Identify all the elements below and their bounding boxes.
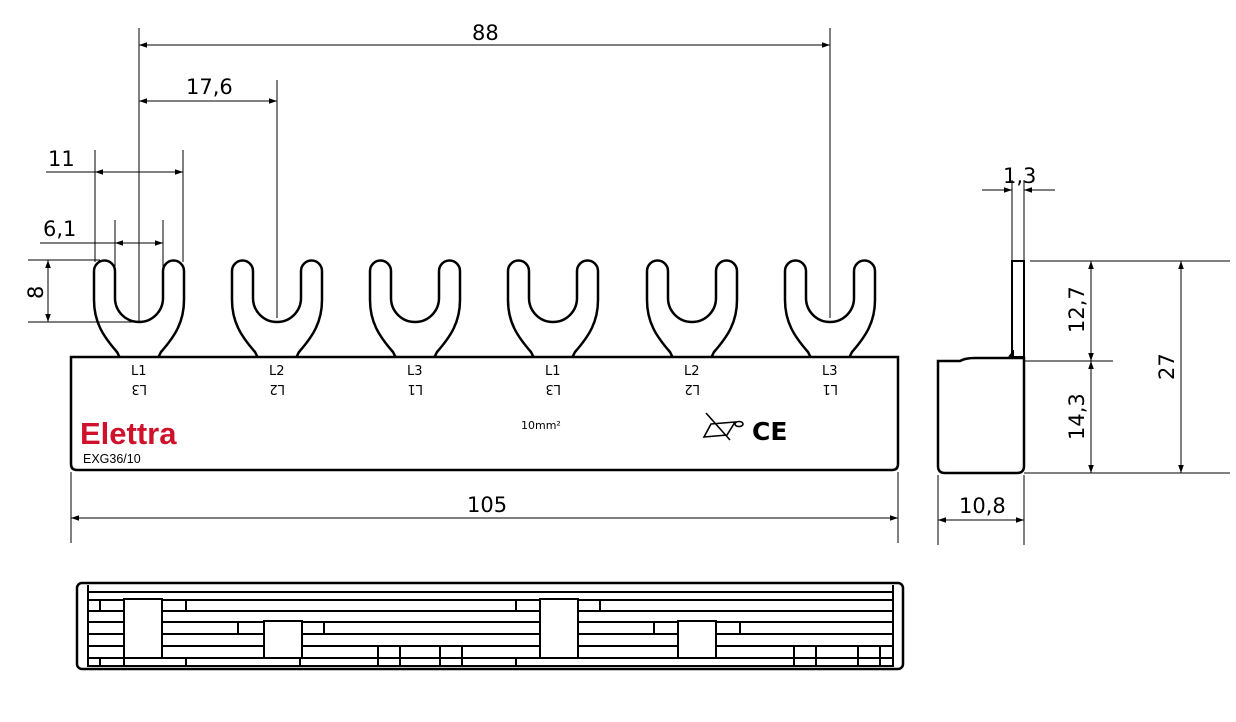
svg-text:11: 11 (48, 147, 75, 171)
cross-section-label: 10mm² (521, 419, 561, 432)
svg-text:17,6: 17,6 (186, 75, 233, 99)
dimension-12-7: 12,7 (1024, 260, 1230, 362)
svg-text:1,3: 1,3 (1003, 164, 1036, 188)
phase-label-bottom: L3 (545, 381, 561, 396)
svg-text:8: 8 (24, 286, 48, 299)
phase-label-top: L2 (684, 364, 700, 379)
dimension-6-1: 6,1 (40, 217, 164, 300)
side-view (936, 260, 1026, 475)
svg-text:105: 105 (467, 493, 507, 517)
phase-label-bottom: L3 (131, 381, 147, 396)
fork-terminals (92, 259, 877, 359)
phase-label-bottom: L1 (407, 381, 423, 396)
comb-slot (539, 598, 579, 659)
phase-label-bottom: L2 (684, 381, 700, 396)
phase-label-top: L3 (822, 364, 838, 379)
svg-text:12,7: 12,7 (1065, 286, 1089, 333)
fork-terminal (783, 259, 877, 359)
dimension-1-3: 1,3 (982, 164, 1055, 261)
phase-label-top: L3 (407, 364, 423, 379)
comb-slot (677, 620, 717, 659)
phase-label-top: L1 (545, 364, 561, 379)
phase-label-top: L1 (131, 364, 147, 379)
fork-terminal (230, 259, 324, 359)
svg-text:6,1: 6,1 (43, 217, 76, 241)
svg-text:27: 27 (1155, 353, 1179, 380)
comb-slot (123, 598, 163, 659)
dimension-8: 8 (24, 259, 139, 323)
fork-terminal (368, 259, 462, 359)
busbar-body (69, 355, 900, 472)
svg-text:14,3: 14,3 (1065, 393, 1089, 440)
ce-mark: CE (752, 417, 787, 446)
fork-terminal (645, 259, 739, 359)
phase-label-top: L2 (269, 364, 285, 379)
svg-text:10,8: 10,8 (959, 494, 1006, 518)
dimension-14-3: 14,3 (1024, 361, 1230, 474)
svg-text:88: 88 (472, 21, 499, 45)
dimension-17-6: 17,6 (139, 75, 278, 318)
brand-logo: Elettra (80, 416, 177, 451)
dimension-10-8: 10,8 (937, 475, 1025, 545)
dimension-27: 27 (1155, 261, 1184, 473)
phase-label-bottom: L1 (822, 381, 838, 396)
no-cutting-icon (702, 412, 744, 441)
fork-terminal (506, 259, 600, 359)
dimension-105: 105 (70, 472, 899, 543)
dimension-88: 88 (138, 21, 831, 322)
phase-label-bottom: L2 (269, 381, 285, 396)
comb-slot (263, 620, 303, 659)
model-code: EXG36/10 (83, 452, 141, 466)
bottom-view (75, 581, 905, 671)
